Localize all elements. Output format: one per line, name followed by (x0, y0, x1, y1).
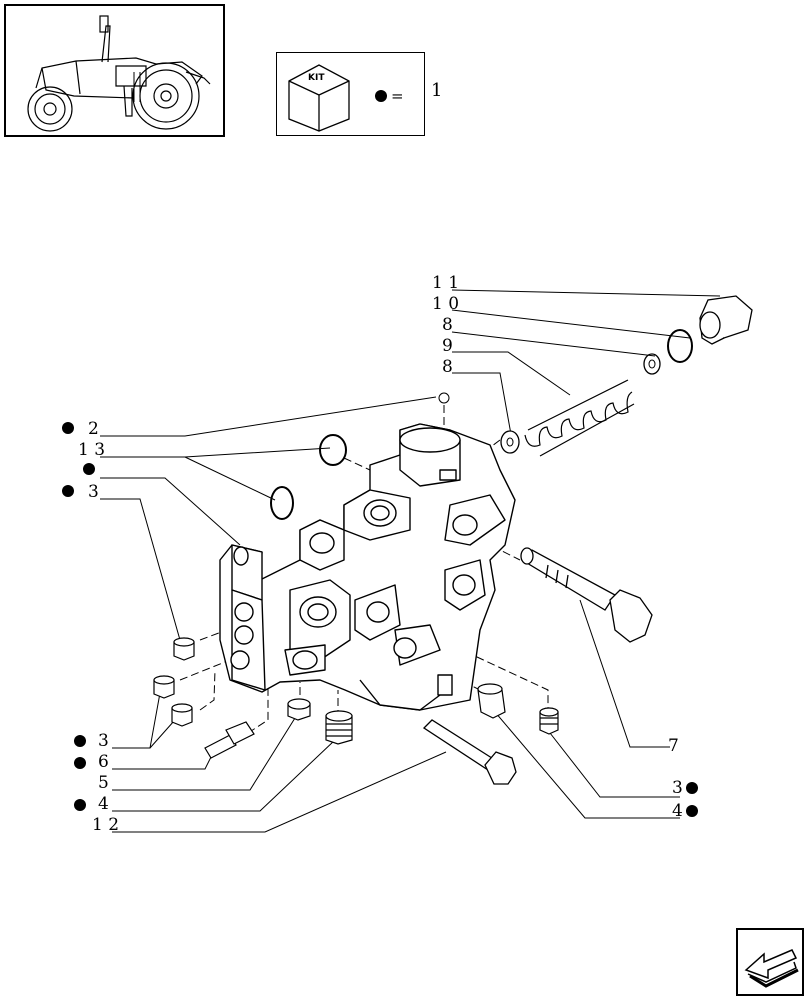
callout-6: 6 (98, 752, 109, 772)
o-ring-13b (270, 486, 294, 520)
filled-dot-icon (74, 735, 86, 747)
filled-dot-icon (62, 422, 74, 434)
callout-8a: 8 (442, 315, 453, 335)
callout-2: 2 (88, 419, 99, 439)
washer-8b (500, 430, 520, 454)
washer-8a (643, 353, 661, 375)
bolt-7 (520, 547, 653, 643)
callout-5: 5 (98, 773, 109, 793)
filled-dot-icon (375, 90, 387, 102)
kit-quantity: 1 (431, 80, 443, 101)
valve-body (219, 423, 516, 711)
back-arrow-icon (744, 949, 799, 988)
plug-3a (173, 637, 195, 661)
callout-11: 1 1 (432, 273, 459, 293)
callout-8b: 8 (442, 357, 453, 377)
filled-dot-icon (74, 799, 86, 811)
callout-3c: 3 (672, 778, 683, 798)
kit-equals: = (391, 87, 404, 105)
callout-12: 1 2 (92, 815, 119, 835)
callout-10: 1 0 (432, 294, 459, 314)
filled-dot-icon (83, 463, 95, 475)
kit-legend: KIT = (276, 52, 425, 136)
callout-13: 1 3 (78, 440, 105, 460)
plug-5 (287, 698, 311, 721)
callout-4a: 4 (98, 794, 109, 814)
ball-2 (438, 392, 450, 404)
callout-7: 7 (668, 736, 679, 756)
back-navigation-button[interactable] (736, 928, 804, 996)
filled-dot-icon (686, 782, 698, 794)
bolt-12 (422, 719, 517, 785)
filled-dot-icon (62, 485, 74, 497)
kit-markers (62, 422, 698, 817)
o-ring-13a (319, 434, 347, 466)
kit-box-icon: KIT = (288, 64, 404, 132)
plug-3c (171, 703, 193, 727)
kit-label: KIT (308, 73, 325, 83)
plug-11 (699, 295, 753, 345)
o-ring-10 (667, 329, 693, 363)
callout-9: 9 (442, 336, 453, 356)
filled-dot-icon (686, 805, 698, 817)
plug-3d (539, 707, 559, 735)
tractor-thumbnail (4, 4, 225, 137)
plug-4b (477, 683, 506, 719)
callout-4b: 4 (672, 801, 683, 821)
callout-3b: 3 (98, 731, 109, 751)
tractor-icon (27, 15, 211, 132)
plug-4a (325, 710, 353, 745)
plug-3b (153, 675, 175, 699)
filled-dot-icon (74, 757, 86, 769)
pin-6 (204, 721, 255, 759)
callout-3a: 3 (88, 482, 99, 502)
spring-9 (524, 379, 635, 457)
